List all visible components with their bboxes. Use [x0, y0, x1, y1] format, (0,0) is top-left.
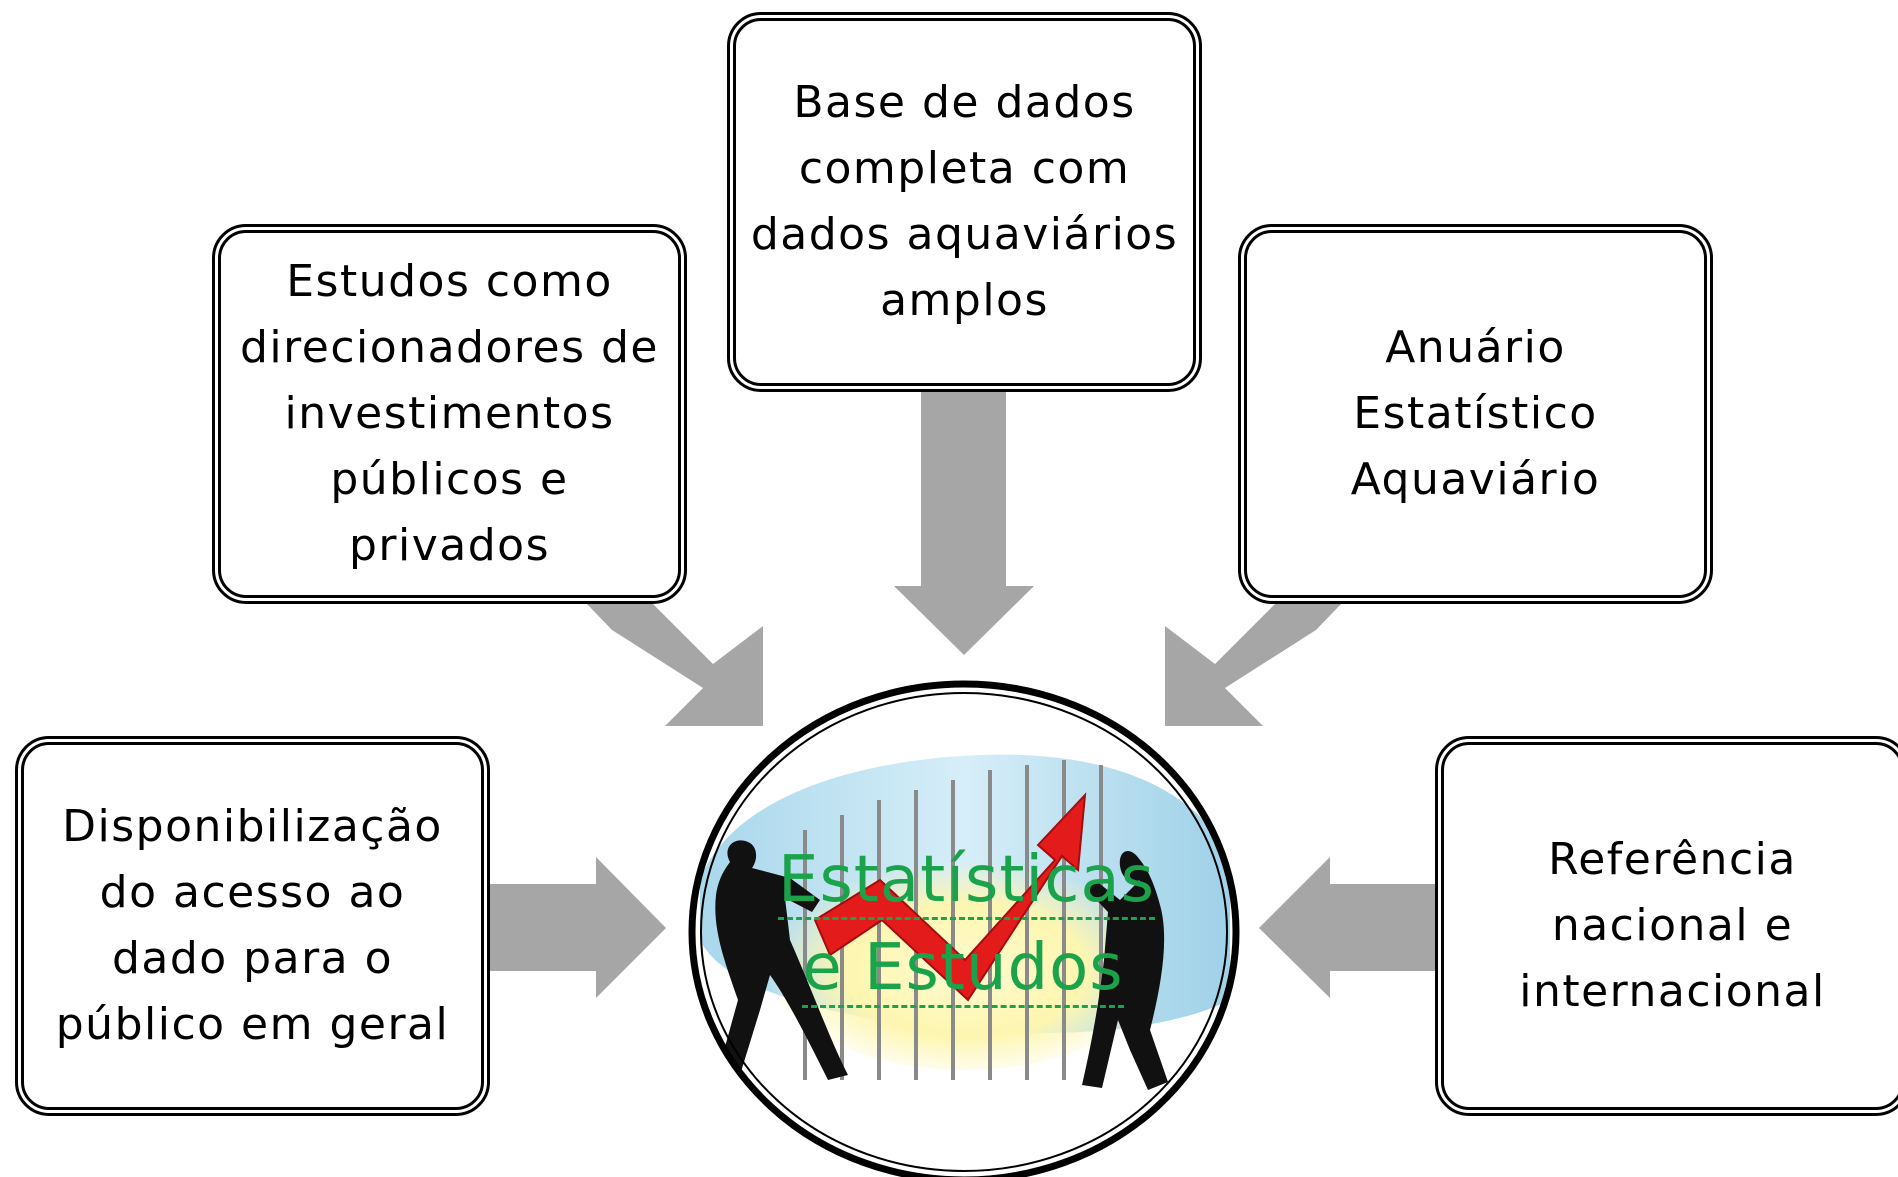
center-title-line-2: e Estudos: [778, 928, 1148, 1008]
businessman-left-icon: [715, 840, 848, 1080]
arrow-down-top: [894, 392, 1034, 655]
center-title-text-1: Estatísticas: [778, 843, 1155, 920]
box-disponibilizacao-text: Disponibilização do acesso ao dado para …: [55, 801, 450, 1050]
center-illustration: [688, 680, 1240, 1177]
box-anuario-text: Anuário Estatístico Aquaviário: [1350, 322, 1601, 505]
box-referencia: Referência nacional e internacional: [1435, 736, 1898, 1116]
box-disponibilizacao: Disponibilização do acesso ao dado para …: [15, 736, 490, 1116]
box-estudos-text: Estudos como direcionadores de investime…: [240, 256, 659, 571]
center-title-line-1: Estatísticas: [778, 840, 1155, 920]
connector-arrows: [490, 392, 1435, 998]
businessman-right-icon: [1082, 851, 1168, 1090]
growth-arrow-icon: [813, 792, 1087, 1002]
arrow-diagonal-upper-right: [1165, 603, 1342, 726]
box-base-de-dados: Base de dados completa com dados aquaviá…: [727, 12, 1202, 392]
box-anuario: Anuário Estatístico Aquaviário: [1238, 224, 1713, 604]
box-estudos: Estudos como direcionadores de investime…: [212, 224, 687, 604]
arrow-right-left: [490, 857, 666, 998]
center-circle-border: [688, 680, 1240, 1177]
arrow-diagonal-upper-left: [586, 603, 763, 726]
box-base-de-dados-text: Base de dados completa com dados aquaviá…: [750, 77, 1179, 326]
box-referencia-text: Referência nacional e internacional: [1519, 834, 1826, 1017]
arrow-left-right: [1259, 857, 1435, 998]
center-title-text-2: e Estudos: [802, 931, 1124, 1008]
